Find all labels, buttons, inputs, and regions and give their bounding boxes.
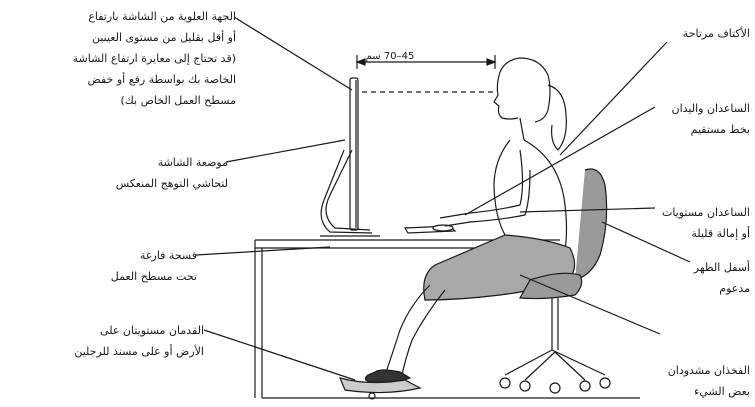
label-line: لتحاشي التوهج المنعكس: [116, 173, 228, 194]
leader-feet: [204, 330, 355, 380]
label-line: القدمان مستويتان على: [74, 320, 204, 341]
label-shoulders: الأكتاف مرتاحة: [683, 23, 750, 44]
label-lower-back: أسفل الظهر مدعوم: [694, 257, 750, 299]
label-clearance: فسحة فارغة تحت مسطح العمل: [111, 245, 197, 287]
label-line: الفخذان مشدودان: [668, 360, 750, 381]
label-line: أو أقل بقليل من مستوى العينين: [73, 27, 236, 48]
label-line: مدعوم: [694, 278, 750, 299]
label-line: بعض الشيء: [668, 381, 750, 402]
label-line: الأكتاف مرتاحة: [683, 23, 750, 44]
label-line: أسفل الظهر: [694, 257, 750, 278]
leader-lines: [196, 17, 690, 380]
label-line: الخاصة بك بواسطة رفع أو خفض: [73, 69, 236, 90]
label-line: بخط مستقيم: [672, 119, 751, 140]
label-line: الأرض أو على مسند للرجلين: [74, 341, 204, 362]
monitor: [320, 78, 380, 236]
arrow-left: [357, 59, 365, 65]
label-line: تحت مسطح العمل: [111, 266, 197, 287]
label-line: مسطح العمل الخاص بك): [73, 90, 236, 111]
label-line: الساعدان واليدان: [672, 98, 751, 119]
label-thighs: الفخذان مشدودان بعض الشيء: [668, 360, 750, 402]
label-line: أو إمالة قليلة: [662, 223, 750, 244]
leader-forearms-hands: [465, 107, 655, 215]
leader-display-position: [226, 140, 345, 162]
label-line: موضعة الشاشة: [116, 152, 228, 173]
distance-label: 45–70 سم: [366, 51, 415, 63]
leader-thighs: [520, 275, 660, 334]
label-line: فسحة فارغة: [111, 245, 197, 266]
label-line: (قد تحتاج إلى معايرة ارتفاع الشاشة: [73, 48, 236, 69]
label-top-of-display: الجهة العلوية من الشاشة بارتفاع أو أقل ب…: [73, 6, 236, 111]
label-line: الساعدان مستويات: [662, 202, 750, 223]
label-line: الجهة العلوية من الشاشة بارتفاع: [73, 6, 236, 27]
leader-top-of-display: [234, 17, 352, 90]
label-display-position: موضعة الشاشة لتحاشي التوهج المنعكس: [116, 152, 228, 194]
person: [365, 58, 574, 383]
label-forearms-level: الساعدان مستويات أو إمالة قليلة: [662, 202, 750, 244]
label-forearms-hands: الساعدان واليدان بخط مستقيم: [672, 98, 751, 140]
label-feet: القدمان مستويتان على الأرض أو على مسند ل…: [74, 320, 204, 362]
leader-shoulders: [560, 42, 667, 155]
arrow-right: [487, 59, 495, 65]
